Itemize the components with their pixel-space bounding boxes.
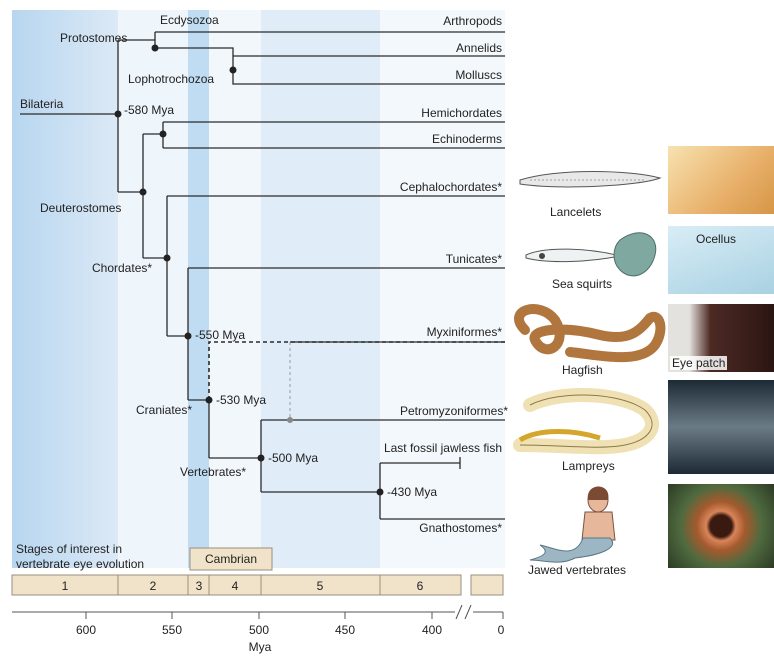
clade-lophotrochozoa: Lophotrochozoa: [128, 72, 214, 86]
jawed-vertebrate-eye-photo: [668, 484, 774, 568]
node-hagfish-lamprey: [287, 417, 293, 423]
organism-hagfish: Hagfish: [562, 363, 603, 377]
stage-label-5: 5: [317, 579, 324, 593]
taxon-gnathostomes: Gnathostomes*: [419, 521, 502, 535]
organism-lancelets: Lancelets: [550, 205, 601, 219]
taxon-echinoderms: Echinoderms: [432, 132, 502, 146]
lamprey-photo: [668, 380, 774, 474]
node-protostomes: [152, 45, 159, 52]
axis-tick-400: 400: [422, 623, 442, 637]
taxon-last-fossil-jawless-fish: Last fossil jawless fish: [384, 441, 502, 455]
taxon-arthropods: Arthropods: [443, 14, 502, 28]
taxon-cephalochordates: Cephalochordates*: [400, 180, 502, 194]
axis-tick-600: 600: [76, 623, 96, 637]
stage-label-1: 1: [62, 579, 69, 593]
stages-title-line2: vertebrate eye evolution: [16, 557, 144, 571]
clade-bilateria: Bilateria: [20, 97, 64, 111]
node-ambulacraria: [160, 131, 167, 138]
node-lophotrochozoa: [230, 67, 237, 74]
node-deuterostomes: [140, 189, 147, 196]
node-chordates: [164, 255, 171, 262]
stage-label-6: 6: [417, 579, 424, 593]
axis-tick-500: 500: [249, 623, 269, 637]
time-band-stage-2: [118, 10, 188, 568]
clade-ecdysozoa: Ecdysozoa: [160, 13, 219, 27]
date-bilateria: -580 Mya: [124, 103, 174, 117]
time-band-stage-5: [261, 10, 380, 568]
date-craniates: -530 Mya: [216, 393, 266, 407]
clade-vertebrates: Vertebrates*: [180, 465, 246, 479]
lancelet-photo: [668, 146, 774, 214]
clade-craniates: Craniates*: [136, 403, 192, 417]
lancelet-illustration: [520, 172, 660, 187]
stage-label-3: 3: [196, 579, 203, 593]
stage-label-4: 4: [232, 579, 239, 593]
sea-squirt-photo: Ocellus: [668, 226, 774, 294]
stage-box-recent: [471, 575, 503, 595]
hagfish-photo: Eye patch: [668, 304, 774, 372]
axis-label-mya: Mya: [249, 640, 272, 654]
date-vertebrates: -500 Mya: [268, 451, 318, 465]
stage-bar: [12, 575, 503, 595]
stages-title-line1: Stages of interest in: [16, 542, 122, 556]
time-axis: [12, 605, 503, 619]
organism-sea-squirts: Sea squirts: [552, 277, 612, 291]
taxon-petromyzoniformes: Petromyzoniformes*: [400, 404, 508, 418]
axis-tick-550: 550: [162, 623, 182, 637]
clade-chordates: Chordates*: [92, 261, 152, 275]
node-craniates: [206, 397, 213, 404]
date-gnathostomes: -430 Mya: [387, 485, 437, 499]
time-band-stage-4: [209, 10, 261, 568]
time-band-cambrian: [188, 10, 209, 568]
sea-squirt-illustration: [526, 233, 656, 276]
axis-tick-0: 0: [498, 623, 505, 637]
stage-label-2: 2: [150, 579, 157, 593]
eye-patch-label: Eye patch: [670, 356, 727, 370]
taxon-molluscs: Molluscs: [455, 68, 502, 82]
node-gnathostomes: [377, 489, 384, 496]
node-olfactores: [185, 333, 192, 340]
taxon-hemichordates: Hemichordates: [421, 106, 502, 120]
axis-tick-450: 450: [335, 623, 355, 637]
cambrian-label: Cambrian: [205, 552, 257, 566]
node-bilateria: [115, 111, 122, 118]
clade-protostomes: Protostomes: [60, 31, 127, 45]
hagfish-illustration: [519, 309, 660, 357]
node-vertebrates: [258, 455, 265, 462]
organism-jawed-vertebrates: Jawed vertebrates: [528, 563, 626, 577]
organism-lampreys: Lampreys: [562, 459, 615, 473]
taxon-annelids: Annelids: [456, 41, 502, 55]
taxon-myxiniformes: Myxiniformes*: [427, 325, 503, 339]
time-band-stage-1: [12, 10, 118, 568]
date-tunicate-split: -550 Mya: [195, 328, 245, 342]
lamprey-illustration: [520, 395, 652, 447]
clade-deuterostomes: Deuterostomes: [40, 201, 121, 215]
ocellus-label: Ocellus: [696, 232, 736, 246]
jawed-vertebrate-mermaid-illustration: [530, 487, 615, 563]
taxon-tunicates: Tunicates*: [446, 252, 503, 266]
